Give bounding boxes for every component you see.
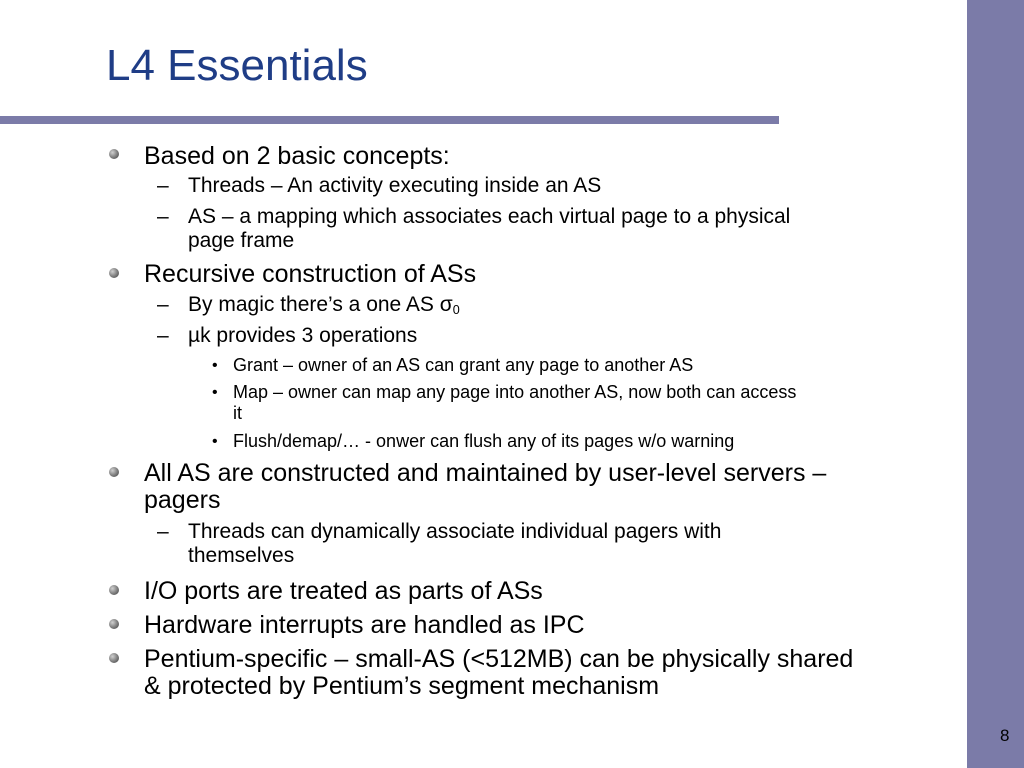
- sphere-bullet-icon: [109, 585, 119, 595]
- dash-marker: –: [157, 324, 169, 347]
- sub-bullet-magic-as: By magic there’s a one AS σ0: [188, 293, 460, 322]
- slide-title: L4 Essentials: [106, 41, 368, 90]
- sub-bullet-threads: Threads – An activity executing inside a…: [188, 174, 602, 197]
- bullet-hardware-interrupts: Hardware interrupts are handled as IPC: [144, 611, 585, 639]
- sub-bullet-as-mapping-line1: AS – a mapping which associates each vir…: [188, 205, 791, 228]
- bullet-user-level-servers-line1: All AS are constructed and maintained by…: [144, 459, 827, 487]
- small-dot-marker: •: [212, 384, 218, 401]
- small-dot-marker: •: [212, 433, 218, 450]
- dash-marker: –: [157, 520, 169, 543]
- dash-marker: –: [157, 174, 169, 197]
- bullet-pentium-line1: Pentium-specific – small-AS (<512MB) can…: [144, 645, 854, 673]
- bullet-recursive-construction: Recursive construction of ASs: [144, 260, 477, 288]
- third-bullet-grant: Grant – owner of an AS can grant any pag…: [233, 355, 694, 375]
- bullet-based-on-concepts: Based on 2 basic concepts:: [144, 142, 450, 170]
- third-bullet-flush: Flush/demap/… - onwer can flush any of i…: [233, 431, 735, 451]
- sub-bullet-pagers-line1: Threads can dynamically associate indivi…: [188, 520, 722, 543]
- sphere-bullet-icon: [109, 268, 119, 278]
- slide-content: Based on 2 basic concepts: – Threads – A…: [109, 142, 854, 700]
- sub-bullet-pagers-line2: themselves: [188, 544, 295, 567]
- sub-bullet-as-mapping-line2: page frame: [188, 229, 295, 252]
- sphere-bullet-icon: [109, 653, 119, 663]
- sphere-bullet-icon: [109, 619, 119, 629]
- third-bullet-map-line2: it: [233, 403, 242, 423]
- small-dot-marker: •: [212, 357, 218, 374]
- sub-bullet-uk-operations: µk provides 3 operations: [188, 324, 418, 347]
- sigma-subscript: 0: [452, 303, 460, 318]
- third-bullet-map-line1: Map – owner can map any page into anothe…: [233, 382, 797, 402]
- title-underline-rule: [0, 116, 779, 124]
- bullet-user-level-servers-line2: pagers: [144, 486, 221, 514]
- bullet-io-ports: I/O ports are treated as parts of ASs: [144, 577, 543, 605]
- dash-marker: –: [157, 205, 169, 228]
- right-accent-band: [967, 0, 1024, 768]
- sphere-bullet-icon: [109, 149, 119, 159]
- dash-marker: –: [157, 293, 169, 316]
- page-number: 8: [1000, 726, 1010, 745]
- bullet-pentium-line2: & protected by Pentium’s segment mechani…: [144, 672, 660, 700]
- sub-bullet-magic-as-text: By magic there’s a one AS σ: [188, 293, 453, 316]
- sphere-bullet-icon: [109, 467, 119, 477]
